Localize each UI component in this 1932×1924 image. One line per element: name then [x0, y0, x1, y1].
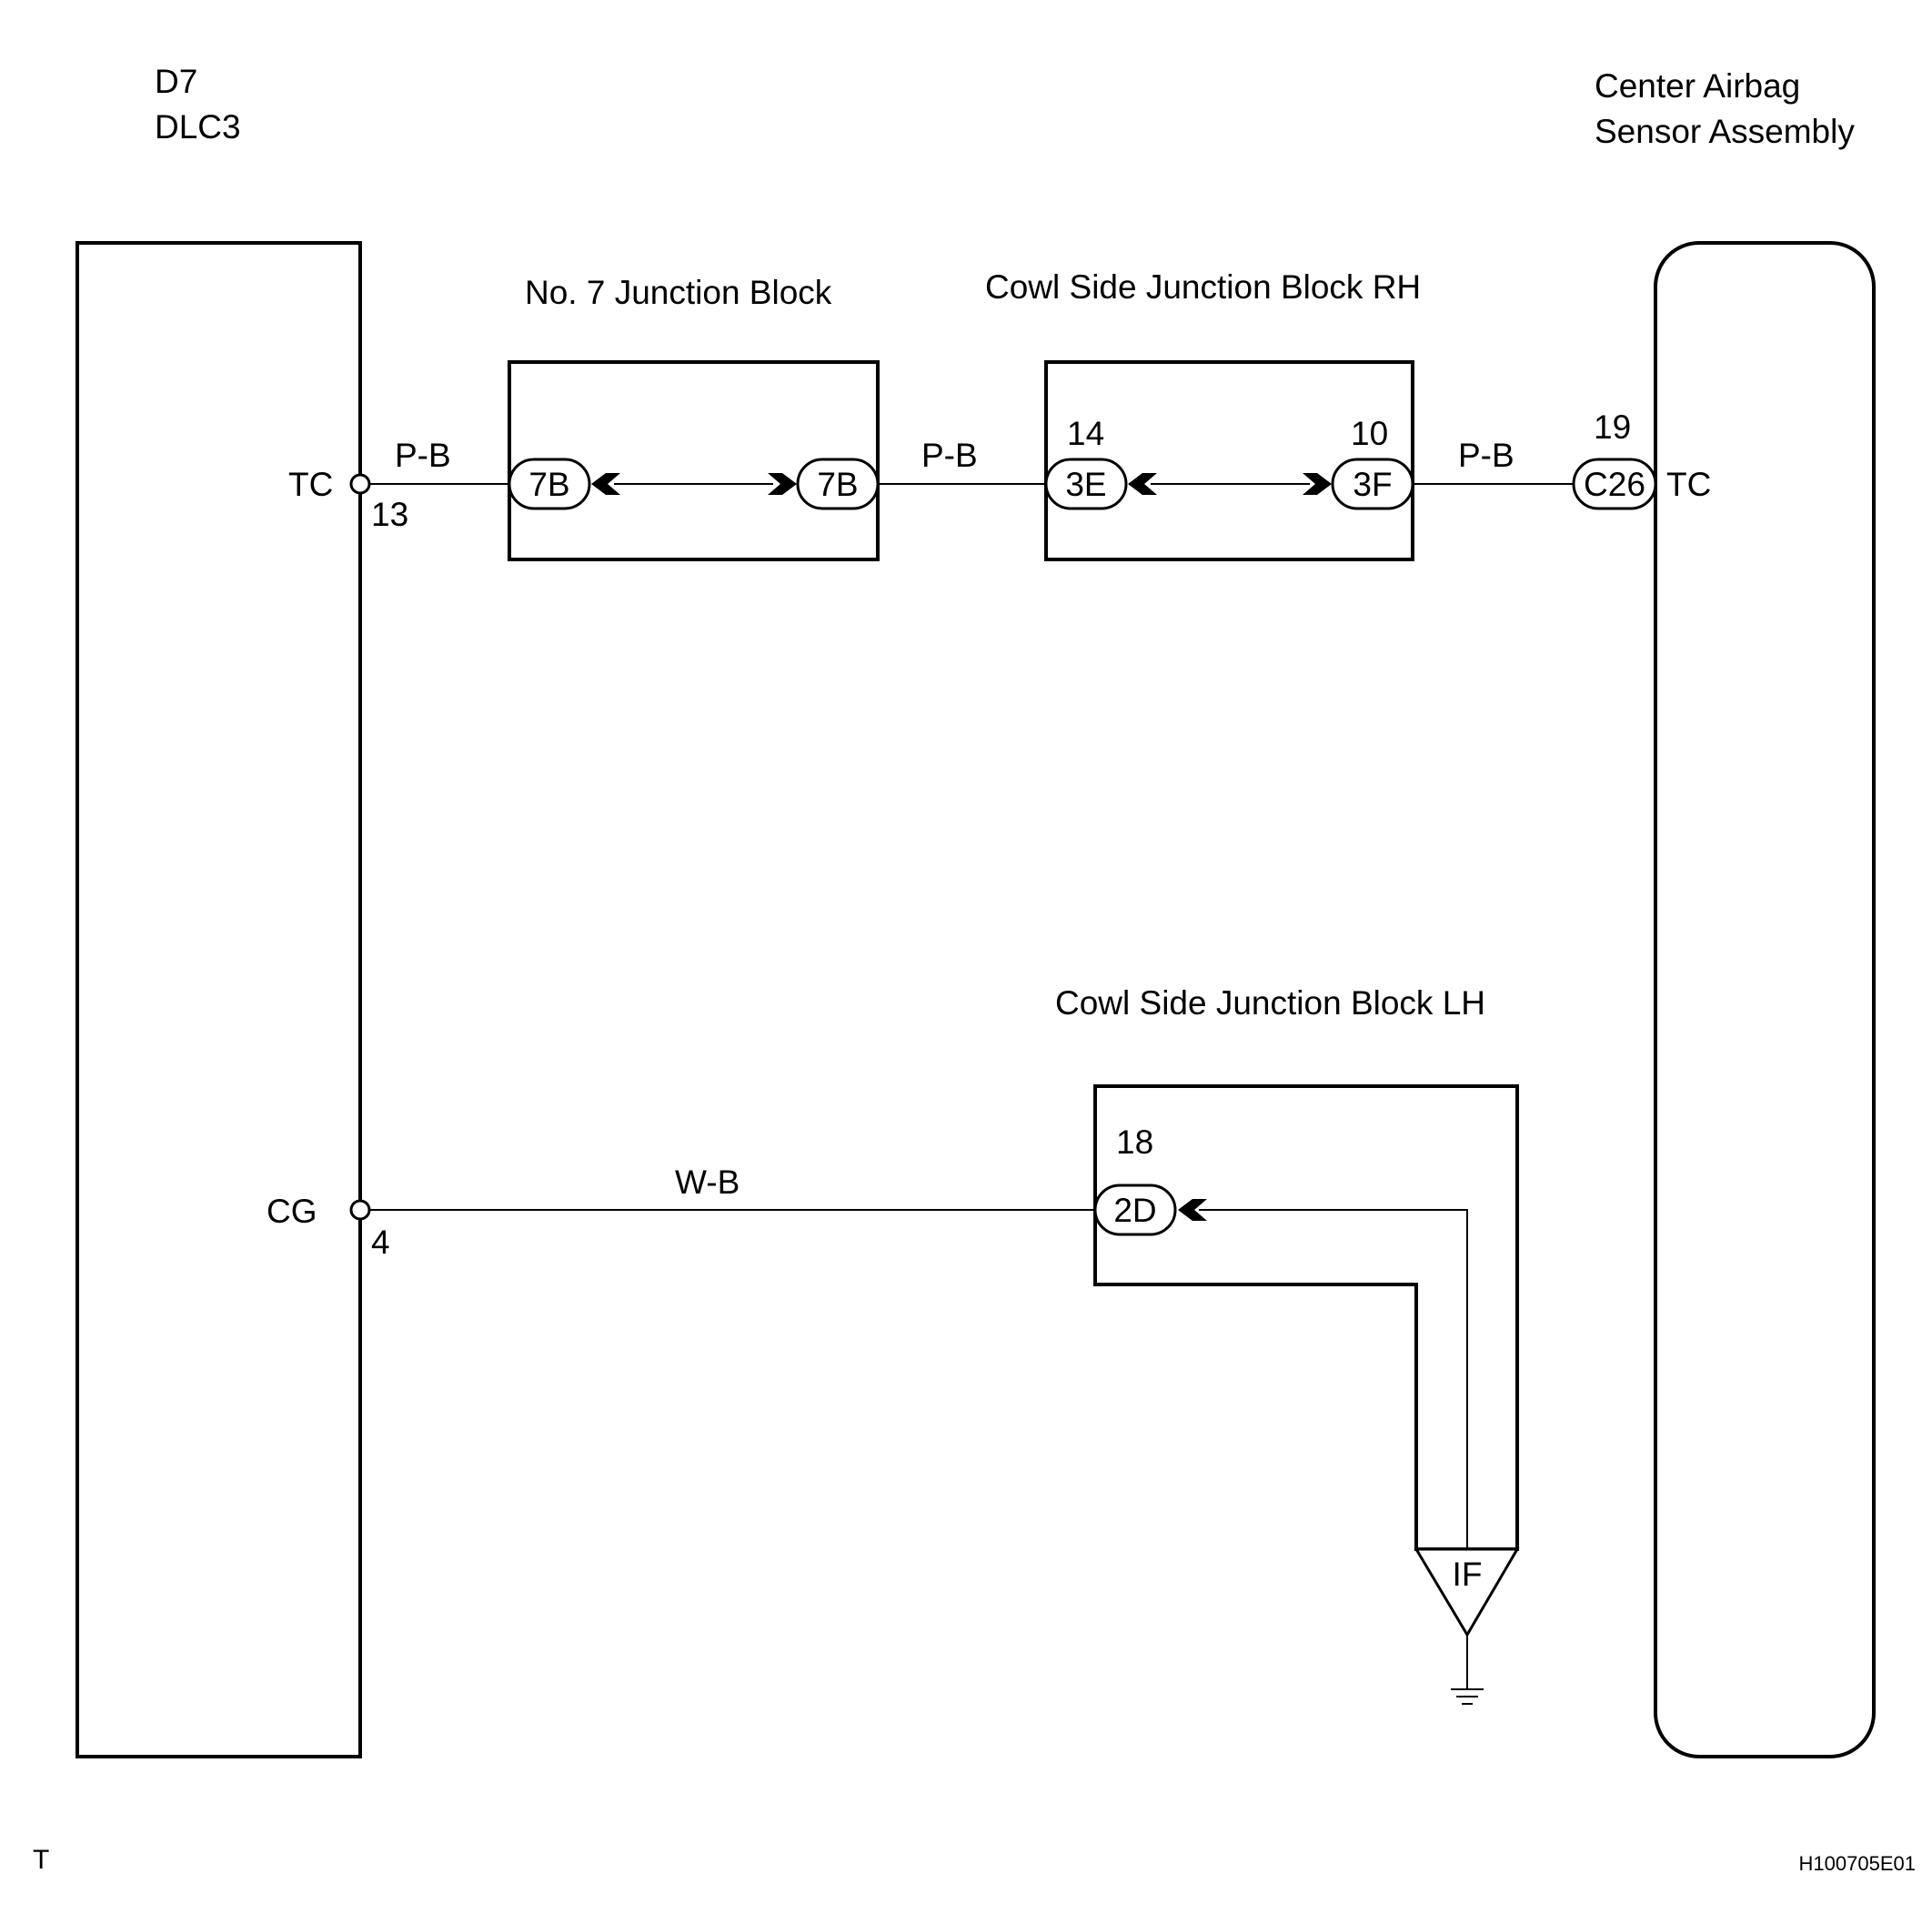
- airbag-title-line2: Sensor Assembly: [1595, 113, 1855, 150]
- ground-symbol-icon: [1451, 1688, 1484, 1705]
- dlc3-code: D7: [155, 63, 197, 100]
- cowl-lh-junction-block-title: Cowl Side Junction Block LH: [1055, 984, 1485, 1022]
- connector-7b-out-arrow: [768, 473, 797, 495]
- cg-terminal-pin: 4: [371, 1224, 390, 1261]
- connector-3e-label: 3E: [1065, 466, 1106, 503]
- airbag-sensor-box: [1654, 241, 1876, 1758]
- connector-2d: [1093, 1184, 1177, 1236]
- connector-3e: [1044, 458, 1128, 510]
- connector-2d-pin: 18: [1116, 1123, 1153, 1161]
- wire-color-label-3: P-B: [1458, 437, 1514, 474]
- tc-terminal-pin: 13: [371, 496, 408, 533]
- ground-point-triangle: [1414, 1547, 1520, 1637]
- airbag-tc-pin: 19: [1594, 408, 1631, 446]
- connector-3f-pin: 10: [1351, 415, 1388, 452]
- connector-7b-out: [796, 458, 880, 510]
- connector-c26: [1572, 458, 1657, 510]
- connector-2d-label: 2D: [1113, 1192, 1156, 1229]
- connector-7b-in-label: 7B: [528, 466, 569, 503]
- tc-terminal-dot: [349, 473, 371, 495]
- cowl-lh-junction-block: [1093, 1084, 1519, 1551]
- no7-junction-block: [508, 360, 880, 561]
- connector-7b-in: [508, 458, 591, 510]
- connector-3e-arrow: [1128, 473, 1157, 495]
- connector-c26-label: C26: [1584, 466, 1645, 503]
- footer-mark: T: [33, 1845, 49, 1875]
- cg-terminal-dot: [349, 1199, 371, 1221]
- tc-terminal-label: TC: [288, 466, 333, 503]
- ground-point-label: IF: [1453, 1556, 1483, 1593]
- connector-3f-label: 3F: [1353, 466, 1392, 503]
- cowl-rh-junction-block-title: Cowl Side Junction Block RH: [985, 268, 1421, 306]
- dlc3-name: DLC3: [155, 108, 241, 146]
- wire-color-label-2: P-B: [921, 437, 978, 474]
- connector-2d-arrow: [1178, 1199, 1207, 1221]
- connector-3f-arrow: [1303, 473, 1332, 495]
- cowl-rh-junction-block: [1044, 360, 1414, 561]
- figure-id: H100705E01: [1799, 1852, 1916, 1875]
- connector-3e-pin: 14: [1067, 415, 1104, 452]
- airbag-tc-label: TC: [1666, 466, 1711, 503]
- wire-lh-internal-to-ground: [1199, 1209, 1468, 1549]
- no7-junction-block-title: No. 7 Junction Block: [525, 274, 832, 311]
- wire-color-label-1: P-B: [395, 437, 451, 474]
- cg-terminal-label: CG: [267, 1193, 317, 1230]
- wire-color-label-ground: W-B: [675, 1163, 740, 1201]
- dlc3-box: [75, 241, 362, 1758]
- connector-3f: [1331, 458, 1414, 510]
- airbag-title-line1: Center Airbag: [1595, 67, 1800, 105]
- connector-7b-in-arrow: [591, 473, 620, 495]
- connector-7b-out-label: 7B: [817, 466, 858, 503]
